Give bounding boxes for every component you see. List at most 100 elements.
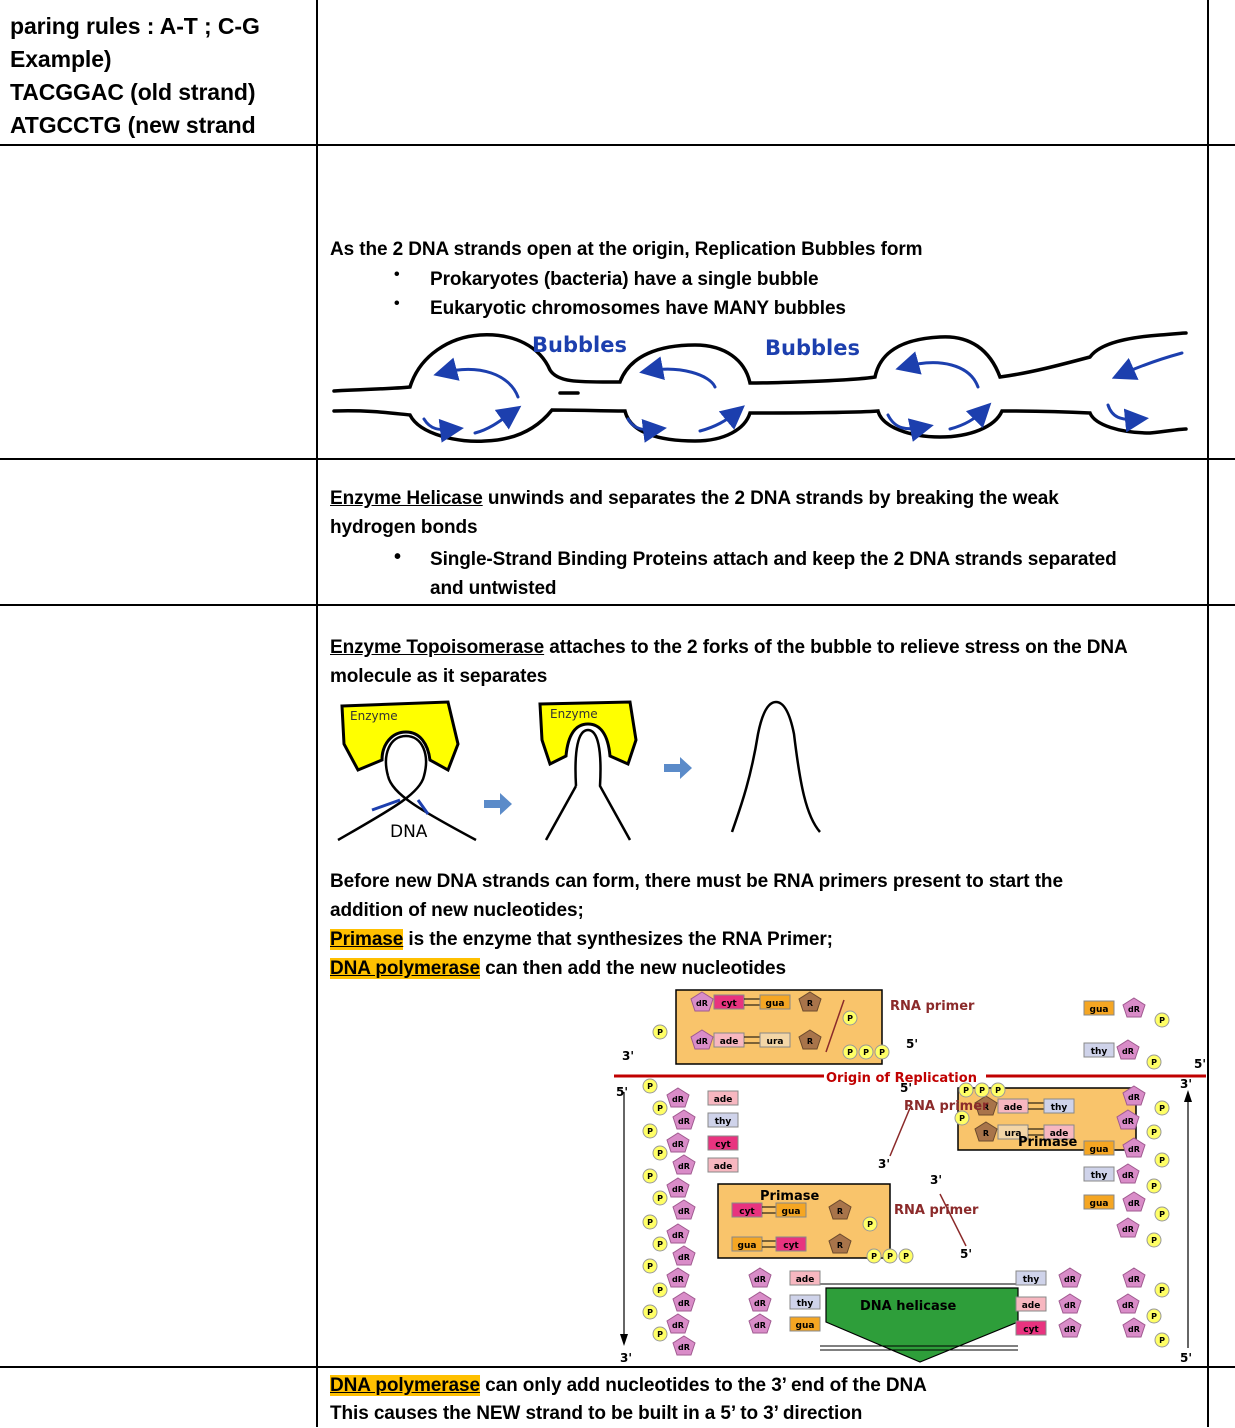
base-node [997, 1124, 1029, 1140]
prime3-label: 3' [620, 1351, 632, 1364]
phosphate-label: P [963, 1086, 969, 1095]
helicase-term: Enzyme Helicase [330, 488, 483, 509]
sugar-label: dR [672, 1275, 684, 1284]
sugar-label: dR [1064, 1301, 1076, 1310]
sugar-node [672, 1109, 696, 1130]
base-label: gua [766, 999, 785, 1009]
phosphate-label: P [1151, 1058, 1157, 1067]
example-label: Example) [10, 46, 112, 72]
sugar-node [666, 1177, 690, 1198]
bullet-dot: • [394, 295, 400, 312]
base-label: gua [796, 1321, 815, 1331]
phosphate-node [1154, 1332, 1170, 1348]
base-label: ade [1022, 1301, 1041, 1311]
ribose-label: R [837, 1241, 843, 1250]
helicase-label: DNA helicase [860, 1299, 956, 1314]
phosphate-node [882, 1248, 898, 1264]
phosphate-node [642, 1214, 658, 1230]
sugar-node [748, 1313, 772, 1334]
row-divider-3 [0, 604, 1235, 606]
base-label: ade [714, 1095, 733, 1105]
sugar-label: dR [678, 1253, 690, 1262]
sugar-node [666, 1267, 690, 1288]
sugar-label: dR [1122, 1047, 1134, 1056]
helicase-paragraph-line1: Enzyme Helicase unwinds and separates th… [330, 485, 1059, 513]
phosphate-label: P [1151, 1182, 1157, 1191]
phosphate-label: P [1159, 1104, 1165, 1113]
base-node [1083, 1166, 1115, 1182]
base-node [1015, 1320, 1047, 1336]
base-node [731, 1236, 763, 1252]
table-right-border [1207, 0, 1209, 1427]
sugar-label: dR [678, 1162, 690, 1171]
phosphate-label: P [657, 1240, 663, 1249]
sugar-label: dR [678, 1207, 690, 1216]
replication-fork-figure: Origin of Replication DNA helicase PdRPd… [614, 989, 1206, 1364]
phosphate-label: P [1159, 1156, 1165, 1165]
sugar-label: dR [672, 1140, 684, 1149]
polymerase-line: DNA polymerase can then add the new nucl… [330, 955, 786, 983]
prime3-label: 3' [1180, 1077, 1192, 1091]
sugar-label: dR [672, 1095, 684, 1104]
ribose-label: R [983, 1129, 989, 1138]
phosphate-label: P [1151, 1236, 1157, 1245]
phosphate-node [1154, 1282, 1170, 1298]
arrow-right-icon [484, 793, 512, 815]
base-label: ade [1050, 1129, 1069, 1139]
phosphate-label: P [657, 1028, 663, 1037]
sugar-node [690, 1029, 714, 1050]
phosphate-label: P [657, 1104, 663, 1113]
sugar-label: dR [678, 1343, 690, 1352]
phosphate-label: P [959, 1114, 965, 1123]
base-node [1015, 1296, 1047, 1312]
phosphate-node [958, 1082, 974, 1098]
base-node [1043, 1098, 1075, 1114]
sugar-label: dR [1128, 1199, 1140, 1208]
base-node [775, 1236, 807, 1252]
sugar-node [1122, 1267, 1146, 1288]
sugar-node [748, 1291, 772, 1312]
prime5-label: 5' [900, 1081, 912, 1095]
sugar-node [666, 1313, 690, 1334]
phosphate-node [652, 1326, 668, 1342]
polymerase-direction-line1: DNA polymerase can only add nucleotides … [330, 1372, 927, 1400]
sugar-node [1116, 1039, 1140, 1060]
polymerase-term-2: DNA polymerase [330, 1375, 480, 1396]
phosphate-label: P [657, 1149, 663, 1158]
sugar-node [1058, 1317, 1082, 1338]
primase-rest: is the enzyme that synthesizes the RNA P… [403, 929, 833, 950]
bullet-dot: • [394, 546, 402, 568]
enzyme-label-2: Enzyme [550, 707, 598, 721]
base-label: gua [738, 1241, 757, 1251]
phosphate-node [974, 1082, 990, 1098]
sugar-label: dR [1122, 1301, 1134, 1310]
base-node [1083, 1042, 1115, 1058]
bubbles-label-2: Bubbles [765, 336, 860, 360]
topoisomerase-line1: Enzyme Topoisomerase attaches to the 2 f… [330, 634, 1128, 662]
base-node [707, 1112, 739, 1128]
sugar-node [1116, 1293, 1140, 1314]
phosphate-node [642, 1123, 658, 1139]
sugar-node [672, 1291, 696, 1312]
sugar-node [672, 1154, 696, 1175]
new-strand-text: ATGCCTG (new strand [10, 112, 256, 138]
ribose-label: R [807, 999, 813, 1008]
base-node [1083, 1194, 1115, 1210]
sugar-node [1122, 1085, 1146, 1106]
phosphate-label: P [879, 1048, 885, 1057]
phosphate-node [1146, 1178, 1162, 1194]
sugar-node [1116, 1109, 1140, 1130]
base-node [1015, 1270, 1047, 1286]
sugar-node [748, 1267, 772, 1288]
row-divider-4 [0, 1366, 1235, 1368]
polymerase-direction-rest: can only add nucleotides to the 3’ end o… [479, 1375, 927, 1396]
primer-line2: addition of new nucleotides; [330, 900, 584, 921]
sugar-label: dR [1128, 1005, 1140, 1014]
phosphate-node [642, 1168, 658, 1184]
sugar-label: dR [1128, 1093, 1140, 1102]
phosphate-label: P [657, 1286, 663, 1295]
sugar-node [672, 1335, 696, 1356]
helicase-paragraph-line2: hydrogen bonds [330, 517, 478, 538]
phosphate-label: P [657, 1330, 663, 1339]
phosphate-node [990, 1082, 1006, 1098]
